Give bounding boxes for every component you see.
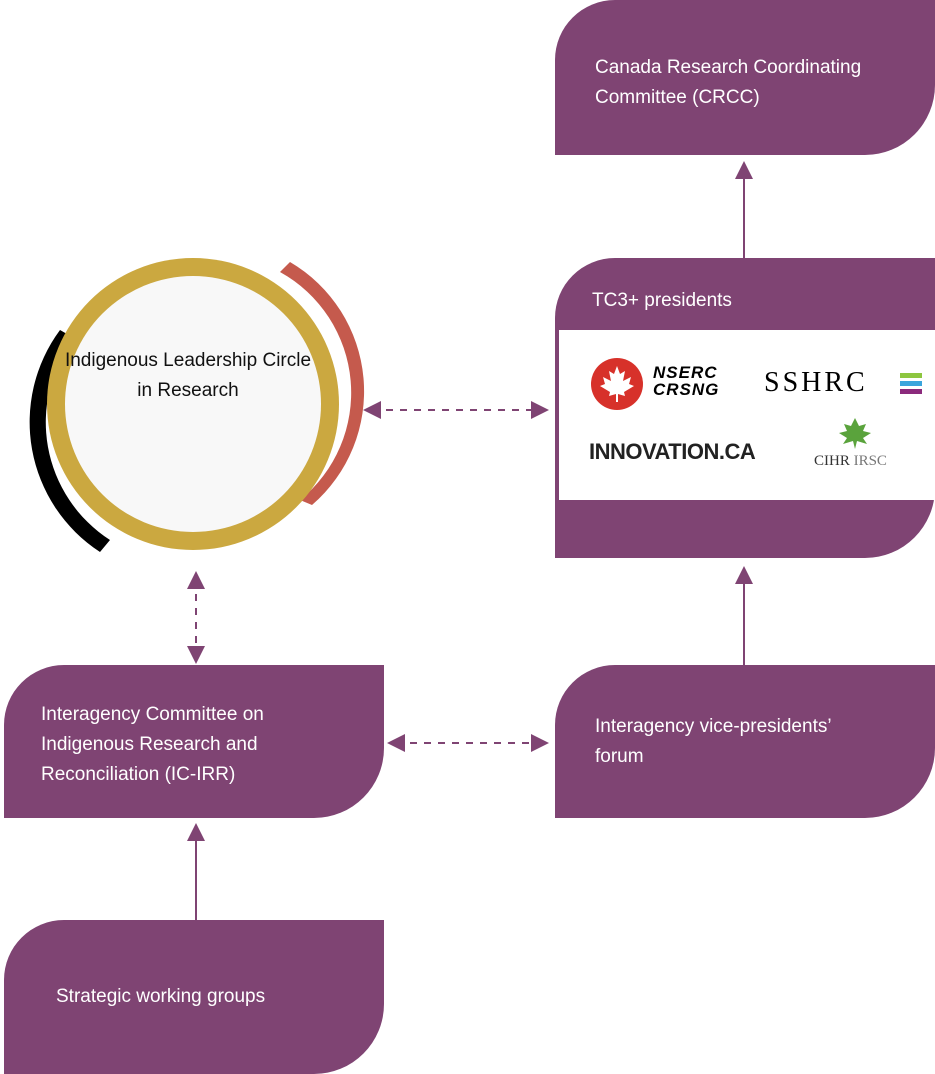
sshrc-text: SSHRC [764,367,868,398]
cihr-text: CIHR IRSC [814,452,887,470]
strategic-working-groups-box: Strategic working groups [4,920,384,1074]
nserc-line1: NSERC [653,363,718,382]
sshrc-bars-icon [900,373,922,394]
innovation-text: INNOVATION.CA [589,439,756,464]
tc3-presidents-box: TC3+ presidents NSERC CRSNG SSHRC INNOVA… [555,258,935,558]
crcc-box: Canada Research Coordinating Committee (… [555,0,935,155]
ilcr-label: Indigenous Leadership Circle in Research [64,350,312,401]
nserc-text: NSERC CRSNG [653,364,719,398]
vp-forum-box: Interagency vice-presidents’ forum [555,665,935,818]
cihr-tree-icon [839,418,871,449]
icirr-box: Interagency Committee on Indigenous Rese… [4,665,384,818]
crcc-label: Canada Research Coordinating Committee (… [595,57,862,108]
nserc-maple-leaf-icon [591,358,643,410]
nserc-line2: CRSNG [653,380,720,399]
tc3-label: TC3+ presidents [592,290,732,311]
swg-label: Strategic working groups [56,986,266,1007]
vpforum-label: Interagency vice-presidents’ forum [595,716,831,767]
irsc-label: IRSC [853,453,887,469]
agency-logo-panel: NSERC CRSNG SSHRC INNOVATION.CA CIHR IRS… [559,330,935,500]
cihr-label: CIHR [814,453,850,469]
inner-circle [65,276,321,532]
red-arc [280,262,365,505]
icirr-label: Interagency Committee on Indigenous Rese… [41,704,264,785]
